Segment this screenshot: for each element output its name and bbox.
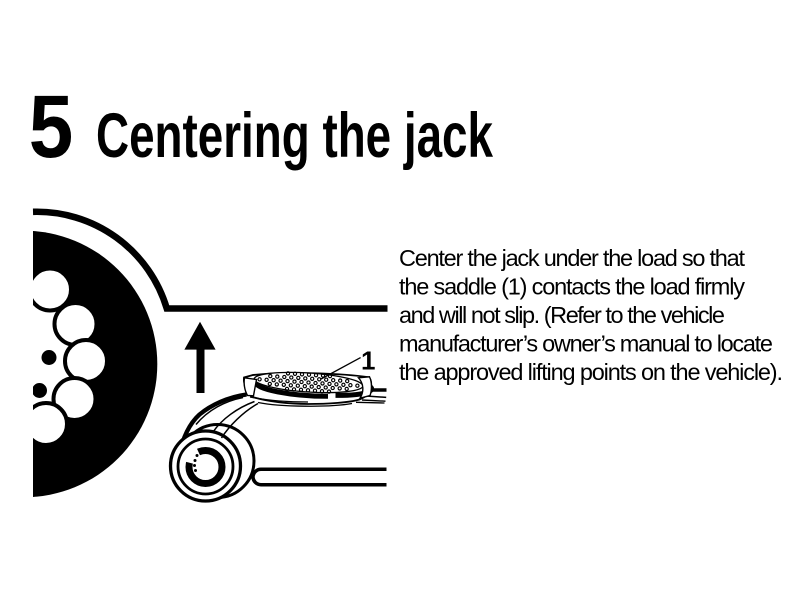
svg-text:manufacturer’s owner’s manual: manufacturer’s owner’s manual to locate xyxy=(399,331,773,357)
svg-text:the saddle (1) contacts the lo: the saddle (1) contacts the load firmly xyxy=(399,274,745,300)
svg-text:1: 1 xyxy=(361,346,375,376)
svg-text:the approved lifting points on: the approved lifting points on the vehic… xyxy=(399,359,783,385)
svg-text:5: 5 xyxy=(29,76,74,176)
svg-text:and will not slip. (Refer to t: and will not slip. (Refer to the vehicle xyxy=(399,302,725,328)
svg-text:Centering the jack: Centering the jack xyxy=(96,101,494,171)
svg-text:Center the jack under the load: Center the jack under the load so that xyxy=(399,245,745,271)
